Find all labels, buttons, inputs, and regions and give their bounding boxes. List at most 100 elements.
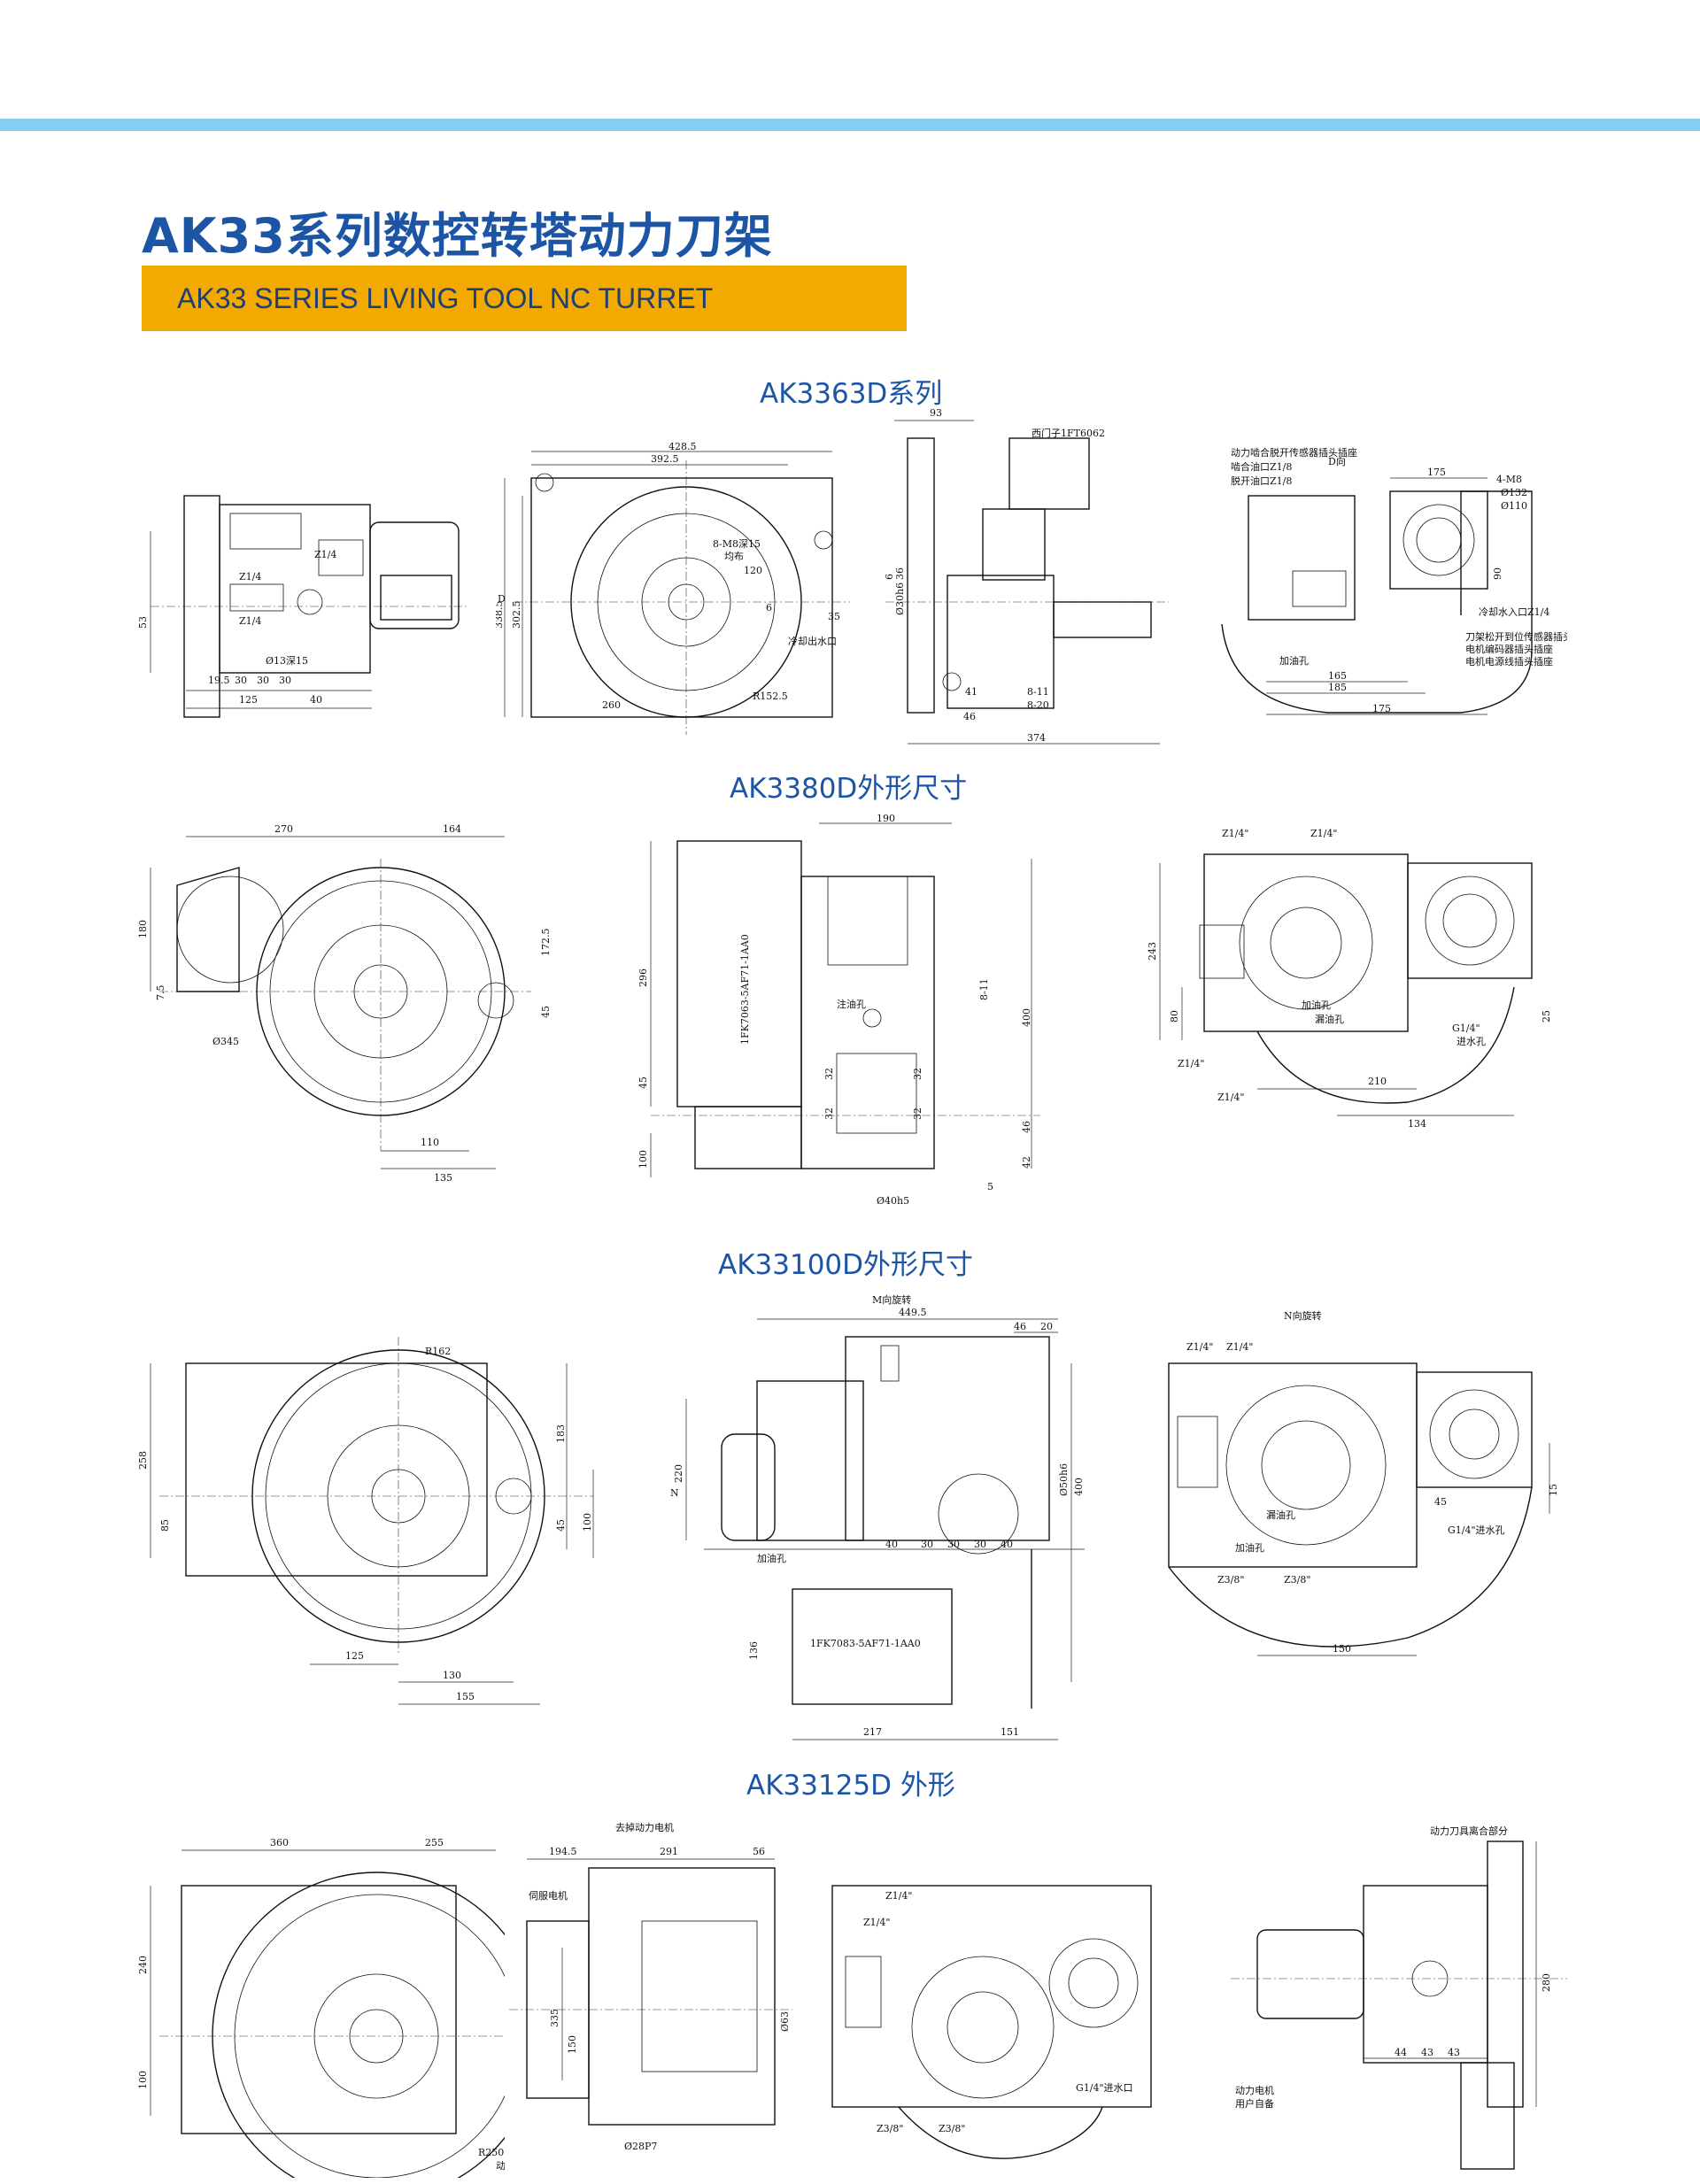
d-label: 45 bbox=[540, 1006, 552, 1018]
d-label: 56 bbox=[753, 1846, 765, 1857]
d-label: G1/4"进水口 bbox=[1076, 2082, 1133, 2094]
drawing-ak33125d-top-view: 360 255 240 100 R250 动力刀具接口 bbox=[133, 1824, 505, 2178]
d-label: 100 bbox=[137, 2071, 149, 2089]
d-label: 194.5 bbox=[549, 1846, 577, 1857]
d-label: Z1/4 bbox=[314, 549, 336, 560]
d-label: 电机电源线插头插座 bbox=[1465, 655, 1553, 668]
drawing-ak3363d-front-view: 93 西门子1FT6062 36 6 Ø30h6 41 46 8-11 8-20… bbox=[877, 403, 1178, 757]
d-label: 80 bbox=[1169, 1010, 1180, 1023]
d-label: 53 bbox=[137, 616, 149, 629]
drawing-ak33100d-top-view: R162 258 183 85 45 100 125 130 155 bbox=[133, 1328, 629, 1717]
d-label: D bbox=[498, 593, 506, 605]
ak33100d-rear-view-svg: N向旋转 Z1/4" Z1/4" 漏油孔 45 15 G1/4"进水孔 Z3/8… bbox=[1168, 1309, 1559, 1656]
d-label: 392.5 bbox=[651, 453, 679, 465]
d-label: 8-11 bbox=[978, 978, 990, 1000]
ak33125d-top-view-svg: 360 255 240 100 R250 动力刀具接口 bbox=[137, 1837, 505, 2178]
d-label: 1FK7083-5AF71-1AA0 bbox=[810, 1638, 921, 1649]
d-label: 去掉动力电机 bbox=[615, 1821, 674, 1833]
ak3380d-rear-view-svg: Z1/4" Z1/4" 243 80 Z1/4" Z1/4" 210 134 G… bbox=[1147, 828, 1552, 1130]
d-label: 动力刀具接口 bbox=[496, 2160, 505, 2172]
d-label: Z1/4" bbox=[1186, 1341, 1213, 1353]
d-label: Z3/8" bbox=[939, 2123, 965, 2134]
d-label: 240 bbox=[137, 1956, 149, 1974]
ak3363d-side-view-svg: 53 19.5 30 30 30 125 40 Z1/4 Z1/4 Z1/4 Ø… bbox=[137, 495, 469, 718]
drawing-ak33125d-side-view: 去掉动力电机 194.5 291 56 伺服电机 335 150 Ø63 Ø28… bbox=[509, 1815, 792, 2169]
d-label: 136 bbox=[748, 1641, 760, 1660]
d-label: 335 bbox=[549, 2009, 560, 2027]
d-label: 243 bbox=[1147, 942, 1158, 961]
drawing-ak33125d-rear-view: Z1/4" Z1/4" Z3/8" Z3/8" G1/4"进水口 bbox=[828, 1877, 1164, 2169]
drawing-ak33125d-clutch-view: 动力刀具离合部分 280 44 43 43 动力电机 用户自备 bbox=[1231, 1815, 1567, 2178]
d-label: 均布 bbox=[724, 551, 744, 562]
d-label: 30 bbox=[257, 675, 269, 686]
d-label: 30 bbox=[974, 1539, 986, 1550]
d-label: Z1/4" bbox=[863, 1917, 890, 1928]
d-label: 45 bbox=[638, 1077, 649, 1089]
ak33125d-clutch-view-svg: 动力刀具离合部分 280 44 43 43 动力电机 用户自备 bbox=[1231, 1825, 1567, 2170]
d-label: 40 bbox=[885, 1539, 898, 1550]
d-label: 90 bbox=[1492, 567, 1503, 580]
d-label: Ø28P7 bbox=[624, 2141, 657, 2152]
drawing-ak33100d-side-view: M向旋转 449.5 46 20 220 Ø50h6 400 加油孔 40 30… bbox=[668, 1293, 1085, 1753]
d-label: Ø40h5 bbox=[877, 1195, 909, 1207]
d-label: Ø132 bbox=[1501, 487, 1527, 498]
d-label: Z1/4 bbox=[239, 571, 261, 583]
d-label: Z1/4 bbox=[239, 615, 261, 627]
d-label: 30 bbox=[947, 1539, 960, 1550]
ak33100d-side-view-svg: M向旋转 449.5 46 20 220 Ø50h6 400 加油孔 40 30… bbox=[670, 1293, 1085, 1740]
ak3363d-top-view-svg: 428.5 392.5 302.5 338.5 260 120 8-M8深15 … bbox=[496, 443, 850, 735]
d-label: 电机编码器插头插座 bbox=[1465, 643, 1553, 655]
d-label: Ø63 bbox=[779, 2011, 791, 2032]
d-label: Z1/4" bbox=[1222, 828, 1248, 839]
d-label: 280 bbox=[1541, 1973, 1552, 1992]
d-label: 46 bbox=[963, 711, 976, 722]
d-label: 449.5 bbox=[899, 1307, 927, 1318]
d-label: 8-20 bbox=[1027, 699, 1049, 711]
d-label: 44 bbox=[1395, 2047, 1407, 2058]
ak33125d-rear-view-svg: Z1/4" Z1/4" Z3/8" Z3/8" G1/4"进水口 bbox=[831, 1885, 1152, 2159]
d-label: 4-M8 bbox=[1496, 474, 1522, 485]
d-label: 175 bbox=[1372, 703, 1391, 714]
d-label: 125 bbox=[345, 1650, 364, 1662]
d-label: 6 bbox=[766, 602, 772, 614]
d-label: 150 bbox=[567, 2035, 578, 2054]
d-label: 150 bbox=[1333, 1643, 1351, 1655]
d-label: 151 bbox=[1001, 1726, 1019, 1738]
d-label: G1/4"进水孔 bbox=[1448, 1524, 1505, 1536]
d-label: 加油孔 bbox=[1235, 1541, 1264, 1554]
d-label: 296 bbox=[638, 969, 649, 987]
d-label: 30 bbox=[235, 675, 247, 686]
drawing-ak33100d-rear-view: N向旋转 Z1/4" Z1/4" 漏油孔 45 15 G1/4"进水孔 Z3/8… bbox=[1142, 1301, 1567, 1673]
d-label: 183 bbox=[555, 1424, 567, 1443]
d-label: 8-M8深15 bbox=[713, 538, 761, 550]
d-label: 8-11 bbox=[1027, 686, 1049, 698]
d-label: 135 bbox=[434, 1172, 452, 1184]
d-label: 185 bbox=[1328, 682, 1347, 693]
d-label: 30 bbox=[921, 1539, 933, 1550]
d-label: Ø30h6 bbox=[894, 583, 906, 615]
d-label: 210 bbox=[1368, 1076, 1387, 1087]
section-label-ak3363d: AK3363D系列 bbox=[760, 378, 943, 410]
ak3363d-d-view-svg: D向 动力啮合脱开传感器插头插座 啮合油口Z1/8 脱开油口Z1/8 175 4… bbox=[1221, 446, 1567, 715]
d-label: 120 bbox=[744, 565, 762, 576]
d-label: 172.5 bbox=[540, 929, 552, 957]
ak3380d-top-view-svg: 270 164 180 7.5 Ø345 172.5 45 110 135 bbox=[137, 823, 552, 1184]
d-label: 25 bbox=[1541, 1010, 1552, 1023]
d-label: 302.5 bbox=[511, 601, 522, 629]
d-label: 42 bbox=[1021, 1156, 1032, 1169]
d-label: 30 bbox=[279, 675, 291, 686]
d-label: 400 bbox=[1021, 1008, 1032, 1027]
d-label: 加油孔 bbox=[757, 1552, 786, 1564]
subtitle-band: AK33 SERIES LIVING TOOL NC TURRET bbox=[142, 266, 907, 331]
d-label: 41 bbox=[965, 686, 978, 698]
d-label: 100 bbox=[638, 1150, 649, 1169]
d-label: 进水孔 bbox=[1457, 1036, 1486, 1047]
d-label: 15 bbox=[1548, 1484, 1559, 1496]
d-label: 7.5 bbox=[155, 985, 166, 1001]
d-label: 注油孔 bbox=[837, 998, 866, 1010]
d-label: 西门子1FT6062 bbox=[1032, 427, 1105, 439]
d-label: 5 bbox=[987, 1181, 993, 1192]
d-label: 啮合油口Z1/8 bbox=[1231, 460, 1292, 473]
d-label: 伺服电机 bbox=[529, 1889, 568, 1902]
d-label: 刀架松开到位传感器插头插座 bbox=[1465, 630, 1567, 643]
